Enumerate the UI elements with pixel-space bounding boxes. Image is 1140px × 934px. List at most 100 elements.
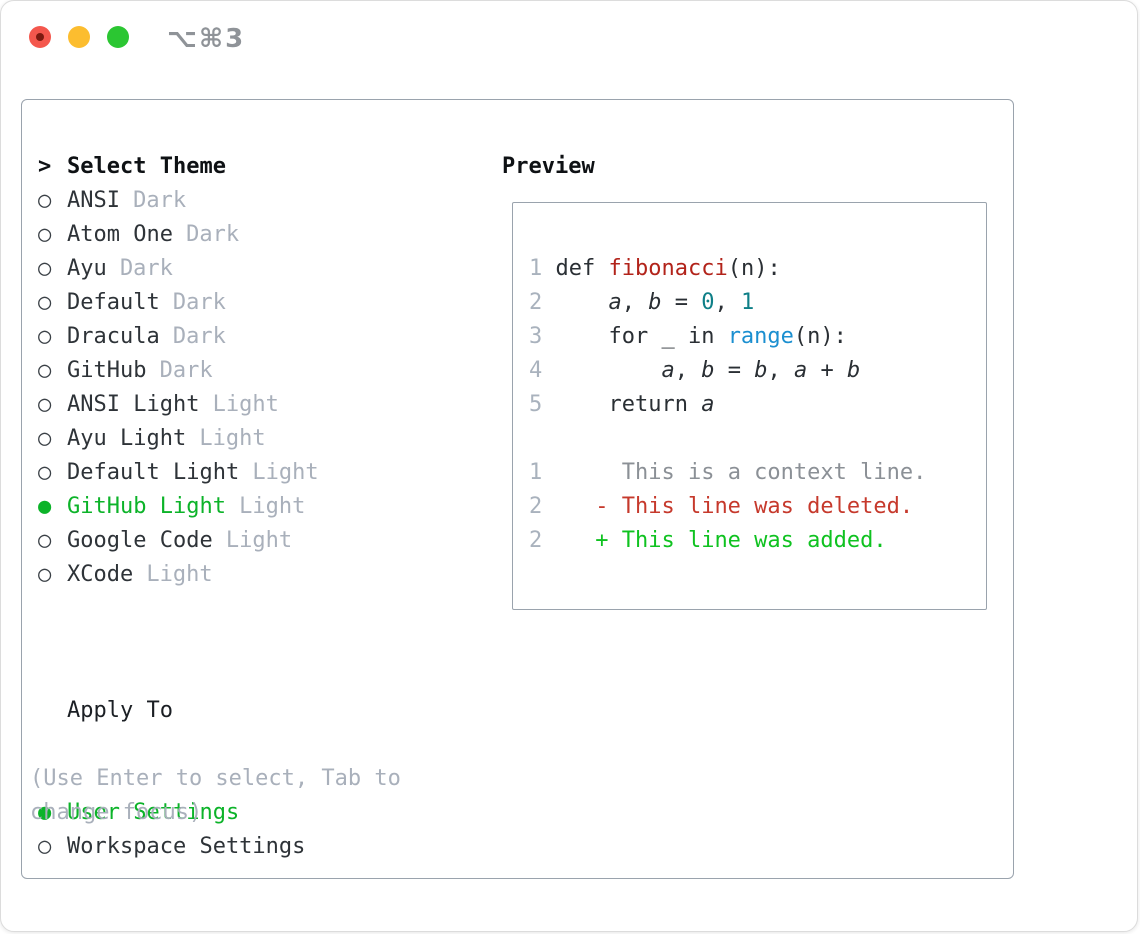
theme-variant-label: Dark — [172, 324, 226, 349]
code-segment-var: b — [648, 290, 662, 315]
code-segment-ln: 2 — [529, 494, 543, 519]
radio-selected-icon: ● — [38, 800, 52, 825]
code-segment-code: def — [542, 256, 609, 281]
code-segment-code: , — [674, 358, 702, 383]
code-line: 3 for _ in range(n): — [529, 320, 986, 354]
theme-option-label: Dracula — [67, 324, 160, 349]
code-segment-code: for _ in — [542, 324, 728, 349]
apply-to-title: Apply To — [67, 698, 173, 723]
theme-option[interactable]: ○ Default Dark — [38, 286, 319, 320]
unsaved-indicator-dot — [36, 33, 44, 41]
radio-unselected-icon: ○ — [38, 290, 52, 315]
code-segment-deleted: - This line was deleted. — [595, 494, 914, 519]
code-segment-ln: 5 — [529, 392, 543, 417]
code-segment-var: a — [701, 392, 715, 417]
code-segment-code — [542, 290, 608, 315]
theme-option-label: Atom One — [67, 222, 173, 247]
theme-variant-label: Dark — [186, 222, 240, 247]
code-segment-code — [542, 528, 595, 553]
focus-caret-icon: > — [38, 154, 52, 179]
code-segment-code: (n): — [793, 324, 847, 349]
code-segment-var: a — [661, 358, 675, 383]
code-segment-num: 1 — [740, 290, 755, 315]
code-segment-added: + This line was added. — [595, 528, 887, 553]
radio-selected-icon: ● — [38, 494, 52, 519]
code-line: 2 a, b = 0, 1 — [529, 286, 986, 320]
radio-unselected-icon: ○ — [38, 222, 52, 247]
code-segment-code — [542, 494, 595, 519]
code-segment-var: b — [846, 358, 861, 383]
code-line: 1 This is a context line. — [529, 456, 986, 490]
code-segment-var: a — [793, 358, 808, 383]
code-segment-code: = — [714, 358, 755, 383]
code-segment-ln: 4 — [529, 358, 543, 383]
theme-variant-label: Dark — [172, 290, 226, 315]
theme-option[interactable]: ○ GitHub Dark — [38, 354, 319, 388]
radio-unselected-icon: ○ — [38, 528, 52, 553]
code-segment-var: a — [608, 290, 622, 315]
apply-to-option-label: User Settings — [67, 800, 240, 825]
apply-to-option-label: Workspace Settings — [67, 834, 306, 859]
keyboard-hint: (Use Enter to select, Tab to change focu… — [30, 766, 401, 825]
radio-unselected-icon: ○ — [38, 834, 52, 859]
code-segment-code — [542, 460, 621, 485]
apply-to-section: Apply To ● User Settings ○ Workspace Settin… — [38, 626, 305, 931]
code-segment-code: (n): — [727, 256, 781, 281]
theme-variant-label: Light — [146, 562, 213, 587]
radio-unselected-icon: ○ — [38, 188, 52, 213]
apply-to-option[interactable]: ● User Settings — [38, 796, 305, 830]
code-segment-code: , — [767, 358, 794, 383]
radio-unselected-icon: ○ — [38, 460, 52, 485]
theme-variant-label: Dark — [159, 358, 213, 383]
code-segment-code: , — [714, 290, 741, 315]
theme-option-label: Default Light — [67, 460, 240, 485]
code-segment-ln: 2 — [529, 528, 543, 553]
titlebar: ⌥⌘3 — [1, 1, 1137, 73]
apply-to-options: ● User Settings ○ Workspace Settings — [38, 796, 305, 864]
minimize-button[interactable] — [68, 26, 90, 48]
zoom-button[interactable] — [107, 26, 129, 48]
code-line: 5 return a — [529, 388, 986, 422]
code-segment-code: return — [542, 392, 702, 417]
theme-variant-label: Light — [252, 460, 319, 485]
theme-variant-label: Light — [199, 426, 266, 451]
code-segment-builtin: range — [727, 324, 794, 349]
theme-option-label: GitHub — [67, 358, 147, 383]
apply-to-option[interactable]: ○ Workspace Settings — [38, 830, 305, 864]
radio-unselected-icon: ○ — [38, 562, 52, 587]
close-button[interactable] — [29, 26, 51, 48]
theme-option-label: ANSI — [67, 188, 120, 213]
code-segment-code: + — [807, 358, 847, 383]
radio-unselected-icon: ○ — [38, 358, 52, 383]
code-segment-ln: 1 — [529, 460, 543, 485]
theme-option-label: Default — [67, 290, 160, 315]
theme-variant-label: Light — [239, 494, 306, 519]
preview-title: Preview — [502, 154, 595, 179]
code-segment-num: 0 — [701, 290, 715, 315]
theme-option-label: ANSI Light — [67, 392, 200, 417]
theme-option[interactable]: ○ Default Light Light — [38, 456, 319, 490]
code-line — [529, 422, 986, 456]
theme-variant-label: Dark — [119, 256, 173, 281]
radio-unselected-icon: ○ — [38, 426, 52, 451]
theme-option[interactable]: ○ Atom One Dark — [38, 218, 319, 252]
code-segment-ln: 2 — [529, 290, 543, 315]
radio-unselected-icon: ○ — [38, 392, 52, 417]
window-shortcut-label: ⌥⌘3 — [167, 24, 246, 54]
code-line: 4 a, b = b, a + b — [529, 354, 986, 388]
theme-option-label: Ayu — [67, 256, 107, 281]
code-line: 1 def fibonacci(n): — [529, 252, 986, 286]
theme-option-label: Google Code — [67, 528, 213, 553]
